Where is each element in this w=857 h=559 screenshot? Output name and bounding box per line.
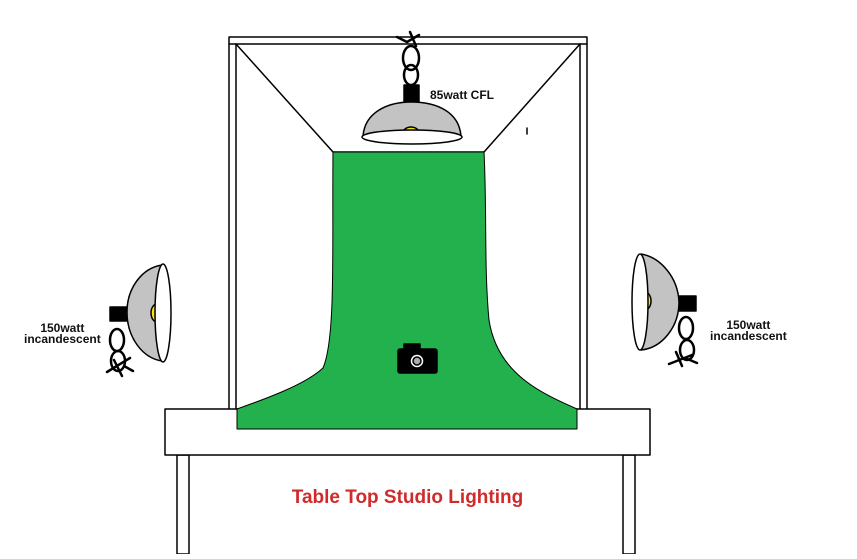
top-lamp-label: 85watt CFL <box>430 88 495 102</box>
diagram-caption: Table Top Studio Lighting <box>291 487 524 508</box>
right-lamp-label-line2: incandescent <box>710 329 787 343</box>
top-lamp-label-line1: 85watt CFL <box>430 88 495 102</box>
left-lamp-label-line2: incandescent <box>24 332 101 346</box>
left-lamp <box>105 263 172 378</box>
left-lamp-label: 150watt incandescent <box>24 321 101 346</box>
right-lamp-shade <box>640 253 680 351</box>
right-lamp-label-line1: 150watt <box>726 318 771 332</box>
camera-icon <box>397 343 438 374</box>
top-lamp <box>361 30 463 145</box>
right-lamp <box>631 253 699 368</box>
left-lamp-shade <box>126 264 163 362</box>
right-lamp-label: 150watt incandescent <box>710 318 787 343</box>
green-backdrop <box>236 151 578 430</box>
left-lamp-label-line1: 150watt <box>40 321 85 335</box>
top-lamp-shade <box>362 101 462 137</box>
